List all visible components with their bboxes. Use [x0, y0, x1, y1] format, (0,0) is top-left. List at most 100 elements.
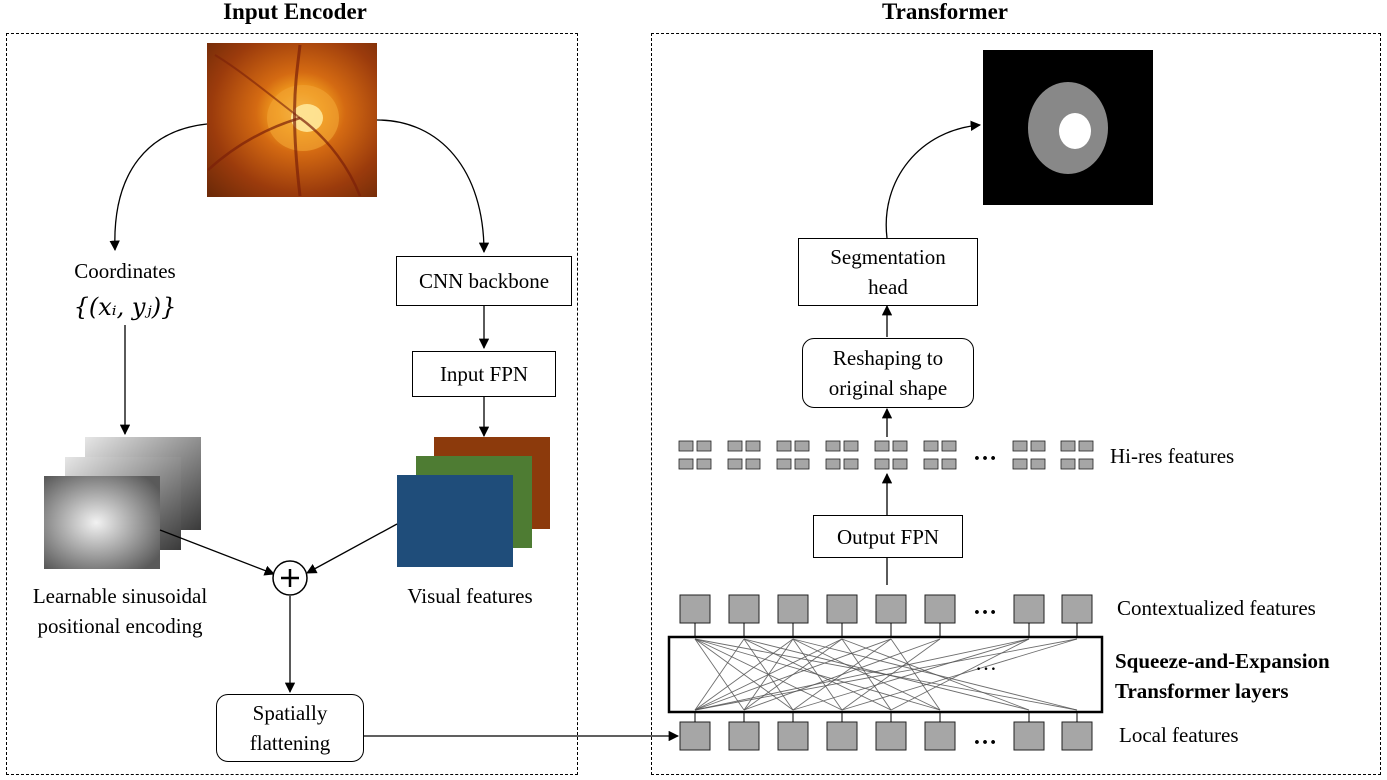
- hires-feature-cell: [892, 458, 908, 470]
- attention-link: [890, 638, 941, 711]
- hires-feature-cell: [794, 440, 810, 452]
- layers-ellipsis: …: [975, 650, 997, 675]
- attention-link: [694, 638, 1030, 711]
- attention-link: [792, 638, 941, 711]
- transformer-title: Transformer: [881, 0, 1009, 24]
- local-ellipsis: …: [973, 724, 997, 750]
- attention-link: [694, 638, 794, 711]
- contextualized-token: [1013, 594, 1045, 624]
- spatially-flattening-line2: flattening: [249, 731, 331, 755]
- hires-feature-cell: [1078, 458, 1094, 470]
- hires-feature-cell: [923, 440, 939, 452]
- hires-feature-cell: [843, 440, 859, 452]
- attention-link: [792, 638, 1078, 711]
- hires-feature-cell: [1060, 458, 1076, 470]
- attention-link: [792, 638, 892, 711]
- contextualized-token: [826, 594, 858, 624]
- hires-feature-cell: [941, 440, 957, 452]
- hires-feature-cell: [1060, 440, 1076, 452]
- local-token: [777, 721, 809, 751]
- segmentation-head-line1: Segmentation: [830, 245, 946, 269]
- hires-feature-cell: [678, 440, 694, 452]
- hires-feature-cell: [1078, 440, 1094, 452]
- local-token: [826, 721, 858, 751]
- hires-feature-cell: [696, 440, 712, 452]
- hires-feature-cell: [1012, 458, 1028, 470]
- hires-ellipsis: …: [973, 440, 997, 466]
- contextualized-features-label: Contextualized features: [1117, 596, 1316, 620]
- hires-feature-cell: [843, 458, 859, 470]
- attention-link: [890, 638, 1030, 711]
- fundus-image: [207, 43, 377, 197]
- reshaping-box: Reshaping to original shape: [802, 338, 974, 408]
- hires-feature-cell: [678, 458, 694, 470]
- hires-feature-cell: [745, 440, 761, 452]
- positional-encoding-maps: [44, 437, 201, 569]
- contextualized-token: [924, 594, 956, 624]
- attention-link: [694, 638, 843, 711]
- reshaping-line1: Reshaping to: [832, 346, 944, 370]
- local-token: [875, 721, 907, 751]
- transformer-panel: [651, 33, 1381, 775]
- hires-feature-cell: [874, 458, 890, 470]
- attention-link: [694, 638, 745, 711]
- transformer-layers-label-line2: Transformer layers: [1115, 679, 1289, 703]
- hires-feature-cell: [1030, 458, 1046, 470]
- contextualized-ellipsis: …: [973, 594, 997, 620]
- visual-features-label: Visual features: [407, 584, 533, 608]
- transformer-layers-label-line1: Squeeze-and-Expansion: [1115, 649, 1330, 673]
- attention-link: [743, 638, 843, 711]
- input-fpn-box: Input FPN: [412, 351, 556, 397]
- hires-features-label: Hi-res features: [1110, 444, 1235, 468]
- hires-feature-cell: [825, 440, 841, 452]
- attention-link: [694, 638, 1078, 711]
- hires-feature-cell: [794, 458, 810, 470]
- attention-link: [792, 638, 1030, 711]
- hires-feature-cell: [696, 458, 712, 470]
- attention-link: [841, 638, 941, 711]
- hires-feature-cell: [825, 458, 841, 470]
- positional-encoding-label-line1: Learnable sinusoidal: [32, 584, 208, 608]
- local-token: [1061, 721, 1093, 751]
- hires-feature-cell: [923, 458, 939, 470]
- contextualized-token: [777, 594, 809, 624]
- spatially-flattening-line1: Spatially: [252, 701, 328, 725]
- segmentation-head-box: Segmentation head: [798, 238, 978, 306]
- segmentation-mask-image: [983, 50, 1153, 205]
- input-encoder-title: Input Encoder: [223, 0, 367, 24]
- hires-feature-cell: [727, 440, 743, 452]
- cnn-backbone-box: CNN backbone: [396, 256, 572, 306]
- contextualized-token: [1061, 594, 1093, 624]
- contextualized-token: [728, 594, 760, 624]
- spatially-flattening-box: Spatially flattening: [216, 694, 364, 762]
- hires-feature-cell: [745, 458, 761, 470]
- positional-encoding-label-line2: positional encoding: [37, 614, 203, 638]
- input-encoder-panel: [6, 33, 578, 775]
- coordinates-formula: {(xᵢ, yⱼ)}: [73, 293, 177, 321]
- reshaping-line2: original shape: [828, 376, 948, 400]
- output-fpn-box: Output FPN: [813, 515, 963, 558]
- hires-feature-cell: [941, 458, 957, 470]
- segmentation-head-line2: head: [868, 275, 908, 299]
- local-token: [728, 721, 760, 751]
- coordinates-label: Coordinates: [74, 259, 176, 283]
- hires-feature-cell: [1030, 440, 1046, 452]
- local-token: [924, 721, 956, 751]
- contextualized-token: [875, 594, 907, 624]
- local-features-label: Local features: [1119, 723, 1239, 747]
- hires-feature-cell: [776, 440, 792, 452]
- contextualized-token: [679, 594, 711, 624]
- local-token: [1013, 721, 1045, 751]
- attention-connections: [694, 638, 1078, 711]
- visual-feature-maps: [397, 437, 550, 567]
- hires-feature-cell: [874, 440, 890, 452]
- hires-feature-cell: [1012, 440, 1028, 452]
- token-rows: [678, 440, 1094, 751]
- hires-feature-cell: [892, 440, 908, 452]
- attention-link: [694, 638, 941, 711]
- local-token: [679, 721, 711, 751]
- hires-feature-cell: [727, 458, 743, 470]
- hires-feature-cell: [776, 458, 792, 470]
- add-node: [272, 560, 308, 596]
